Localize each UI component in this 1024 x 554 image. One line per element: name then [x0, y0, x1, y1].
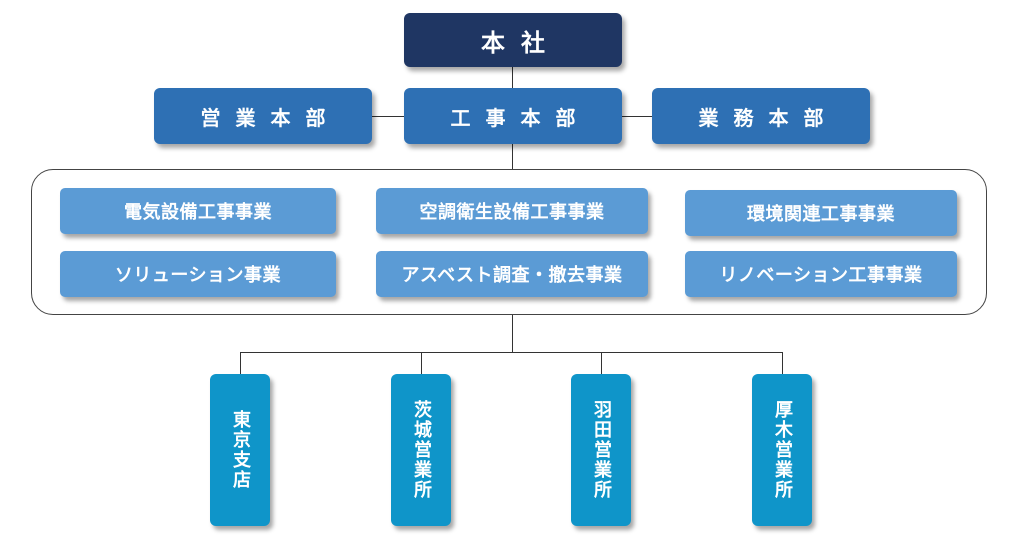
connector-top-to-construction [512, 67, 513, 88]
business-renovation: リノベーション工事事業 [685, 251, 957, 297]
business-environment-label: 環境関連工事事業 [747, 204, 895, 225]
branch-haneda-label: 羽田営業所 [591, 400, 612, 500]
hq-sales-label: 営業本部 [200, 105, 341, 130]
branch-ibaraki: 茨城営業所 [391, 374, 451, 526]
connector-branch-tokyo [240, 352, 241, 374]
hq-construction-label: 工事本部 [450, 105, 591, 130]
business-hvac-plumbing-label: 空調衛生設備工事事業 [419, 202, 605, 223]
business-asbestos-label: アスベスト調査・撤去事業 [401, 265, 623, 286]
business-solution: ソリューション事業 [60, 251, 336, 297]
connector-sales-to-construction [372, 116, 404, 117]
connector-branch-haneda [601, 352, 602, 374]
connector-branch-atsugi [782, 352, 783, 374]
business-environment: 環境関連工事事業 [685, 190, 957, 236]
hq-sales-node: 営業本部 [154, 88, 372, 144]
connector-branch-ibaraki [421, 352, 422, 374]
head-office-node: 本社 [404, 13, 622, 67]
branch-atsugi: 厚木営業所 [752, 374, 812, 526]
business-solution-label: ソリューション事業 [114, 265, 282, 286]
head-office-label: 本社 [481, 28, 561, 57]
hq-construction-node: 工事本部 [404, 88, 622, 144]
hq-business-node: 業務本部 [652, 88, 870, 144]
business-electrical: 電気設備工事事業 [60, 188, 336, 234]
business-hvac-plumbing: 空調衛生設備工事事業 [376, 188, 648, 234]
branch-tokyo-label: 東京支店 [230, 410, 251, 490]
hq-business-label: 業務本部 [698, 105, 839, 130]
branch-tokyo: 東京支店 [210, 374, 270, 526]
connector-construction-to-panel [512, 144, 513, 169]
business-electrical-label: 電気設備工事事業 [124, 202, 272, 223]
branch-ibaraki-label: 茨城営業所 [411, 400, 432, 500]
business-asbestos: アスベスト調査・撤去事業 [376, 251, 648, 297]
branch-haneda: 羽田営業所 [571, 374, 631, 526]
connector-panel-to-branches [512, 315, 513, 352]
branch-atsugi-label: 厚木営業所 [772, 400, 793, 500]
branch-horizontal-bus [240, 352, 783, 353]
connector-construction-to-business [622, 116, 652, 117]
business-renovation-label: リノベーション工事事業 [719, 265, 923, 286]
